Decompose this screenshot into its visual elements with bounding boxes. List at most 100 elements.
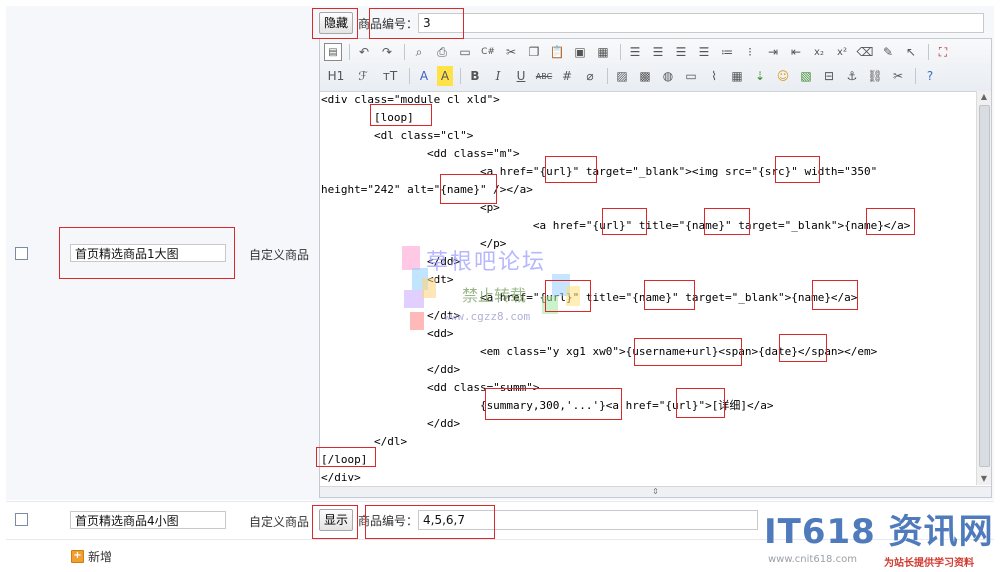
editor-resize-handle[interactable]: ⇕ [320, 486, 991, 497]
add-new-link[interactable]: + 新增 [71, 548, 112, 565]
fullscreen-icon[interactable]: ⛶ [938, 44, 948, 59]
code-icon[interactable]: C# [481, 47, 495, 57]
clear-format-icon[interactable]: ⌫ [856, 45, 874, 59]
subscript-icon[interactable]: x₂ [814, 46, 824, 58]
row-2-type-label: 自定义商品 [249, 515, 310, 529]
background-color-icon[interactable]: A [437, 66, 453, 86]
code-line: <dd class="summ"> [321, 381, 540, 394]
unordered-list-icon[interactable]: ⁝ [748, 45, 752, 59]
link-icon[interactable]: ⛓ [867, 69, 883, 83]
attachment-icon[interactable]: ⌇ [711, 69, 717, 83]
copy-icon[interactable]: ❐ [528, 45, 540, 59]
redo-icon[interactable]: ↷ [381, 45, 393, 59]
code-line: </dd> [321, 255, 461, 268]
code-line: </dd> [321, 363, 461, 376]
row-2-goods-id-label: 商品编号： [358, 514, 419, 528]
strikethrough-icon[interactable]: ABC [535, 71, 553, 81]
row-1-name-input[interactable] [70, 244, 226, 262]
page-break-icon[interactable]: ⊟ [823, 69, 835, 83]
code-line: </div> [321, 471, 361, 484]
photo-icon[interactable]: ▧ [800, 69, 812, 83]
code-line: </dd> [321, 417, 461, 430]
code-line: <dl class="cl"> [321, 129, 474, 142]
anchor-icon[interactable]: ⚓ [846, 69, 858, 83]
scroll-up-arrow-icon[interactable]: ▲ [980, 92, 988, 101]
row-2-goods-id-input[interactable] [418, 510, 758, 530]
insert-table-icon[interactable]: ▦ [731, 69, 743, 83]
outdent-icon[interactable]: ⇤ [790, 45, 802, 59]
row-2-checkbox[interactable] [15, 513, 28, 526]
editor-scrollbar[interactable]: ▲ ▼ [976, 91, 991, 485]
site-logo: IT618 资讯网 www.cnit618.com 为站长提供学习资料 [764, 512, 996, 570]
insert-video-icon[interactable]: ▭ [685, 69, 697, 83]
heading-icon[interactable]: H1 [327, 69, 345, 83]
code-line: [loop] [321, 111, 414, 124]
code-area[interactable]: <div class="module cl xld"> [loop] <dl c… [320, 91, 975, 487]
help-icon[interactable]: ? [926, 69, 934, 83]
logo-slogan: 为站长提供学习资料 [884, 558, 974, 569]
code-line: [/loop] [321, 453, 368, 466]
row-1-goods-id-label: 商品编号： [358, 17, 419, 31]
code-line: <dd class="m"> [321, 147, 520, 160]
code-line: <div class="module cl xld"> [321, 93, 500, 106]
row-1-checkbox[interactable] [15, 247, 28, 260]
code-line: <em class="y xg1 xw0">{username+url}<spa… [321, 345, 878, 358]
ordered-list-icon[interactable]: ≔ [721, 45, 733, 59]
code-line: {summary,300,'...'}<a href="{url}">[详细]<… [321, 399, 774, 412]
row-1-goods-id-input[interactable] [418, 13, 984, 33]
logo-title: IT618 资讯网 [764, 512, 994, 552]
scrollbar-thumb[interactable] [979, 105, 990, 467]
template-icon[interactable]: ▭ [459, 45, 471, 59]
logo-url: www.cnit618.com [768, 554, 857, 565]
italic-icon[interactable]: I [495, 69, 501, 83]
emoticon-icon[interactable]: ☺ [776, 69, 790, 83]
code-line: height="242" alt="{name}" /></a> [321, 183, 533, 196]
format-painter-icon[interactable]: ✎ [882, 45, 894, 59]
align-center-icon[interactable]: ☰ [652, 45, 664, 59]
code-line: <a href="{url}" title="{name}" target="_… [321, 219, 911, 232]
table-icon[interactable]: # [561, 69, 573, 83]
row-1-type-label: 自定义商品 [249, 248, 310, 262]
code-line: <dt> [321, 273, 454, 286]
select-all-icon[interactable]: ↖ [905, 45, 917, 59]
font-family-icon[interactable]: ℱ [358, 69, 368, 83]
hide-button[interactable]: 隐藏 [319, 12, 353, 34]
row-separator [6, 501, 994, 502]
align-left-icon[interactable]: ☰ [629, 45, 641, 59]
row-2-name-input[interactable] [70, 511, 226, 529]
bold-icon[interactable]: B [470, 69, 480, 83]
paste-icon[interactable]: 📋 [549, 45, 565, 59]
font-size-icon[interactable]: тT [382, 69, 398, 83]
row-separator [6, 539, 994, 540]
underline-icon[interactable]: U [516, 69, 526, 83]
horizontal-rule-icon[interactable]: ⇣ [754, 69, 766, 83]
font-color-icon[interactable]: A [419, 69, 429, 83]
editor-toolbar: ▤ ↶ ↷ ⌕ ⎙ ▭ C# ✂ ❐ 📋 ▣ ▦ ☰ ☰ ☰ ☰ ≔ ⁝ ⇥ ⇤… [320, 39, 991, 92]
preview-icon[interactable]: ⌕ [415, 44, 423, 59]
undo-icon[interactable]: ↶ [358, 45, 370, 59]
justify-icon[interactable]: ☰ [698, 45, 710, 59]
insert-flash-icon[interactable]: ▩ [639, 69, 651, 83]
add-new-label: 新增 [88, 550, 113, 564]
plus-icon: + [71, 550, 84, 563]
insert-media-icon[interactable]: ◍ [662, 69, 674, 83]
print-icon[interactable]: ⎙ [437, 44, 447, 59]
show-button[interactable]: 显示 [319, 509, 353, 531]
insert-image-icon[interactable]: ▨ [616, 69, 628, 83]
scroll-down-arrow-icon[interactable]: ▼ [980, 474, 988, 483]
code-line: </dl> [321, 435, 408, 448]
code-editor[interactable]: ▤ ↶ ↷ ⌕ ⎙ ▭ C# ✂ ❐ 📋 ▣ ▦ ☰ ☰ ☰ ☰ ≔ ⁝ ⇥ ⇤… [319, 38, 992, 498]
code-line: <a href="{url}" title="{name}" target="_… [321, 291, 858, 304]
code-line: <a href="{url}" target="_blank"><img src… [321, 165, 878, 178]
eraser-icon[interactable]: ⌀ [586, 69, 594, 83]
code-line: </dt> [321, 309, 461, 322]
cut-icon[interactable]: ✂ [505, 45, 517, 59]
code-line: <p> [321, 201, 500, 214]
indent-icon[interactable]: ⇥ [767, 45, 779, 59]
align-right-icon[interactable]: ☰ [675, 45, 687, 59]
superscript-icon[interactable]: x² [837, 46, 847, 58]
unlink-icon[interactable]: ✂ [892, 69, 904, 83]
source-view-icon[interactable]: ▤ [324, 43, 342, 61]
paste-text-icon[interactable]: ▣ [574, 45, 586, 59]
paste-word-icon[interactable]: ▦ [597, 45, 609, 59]
